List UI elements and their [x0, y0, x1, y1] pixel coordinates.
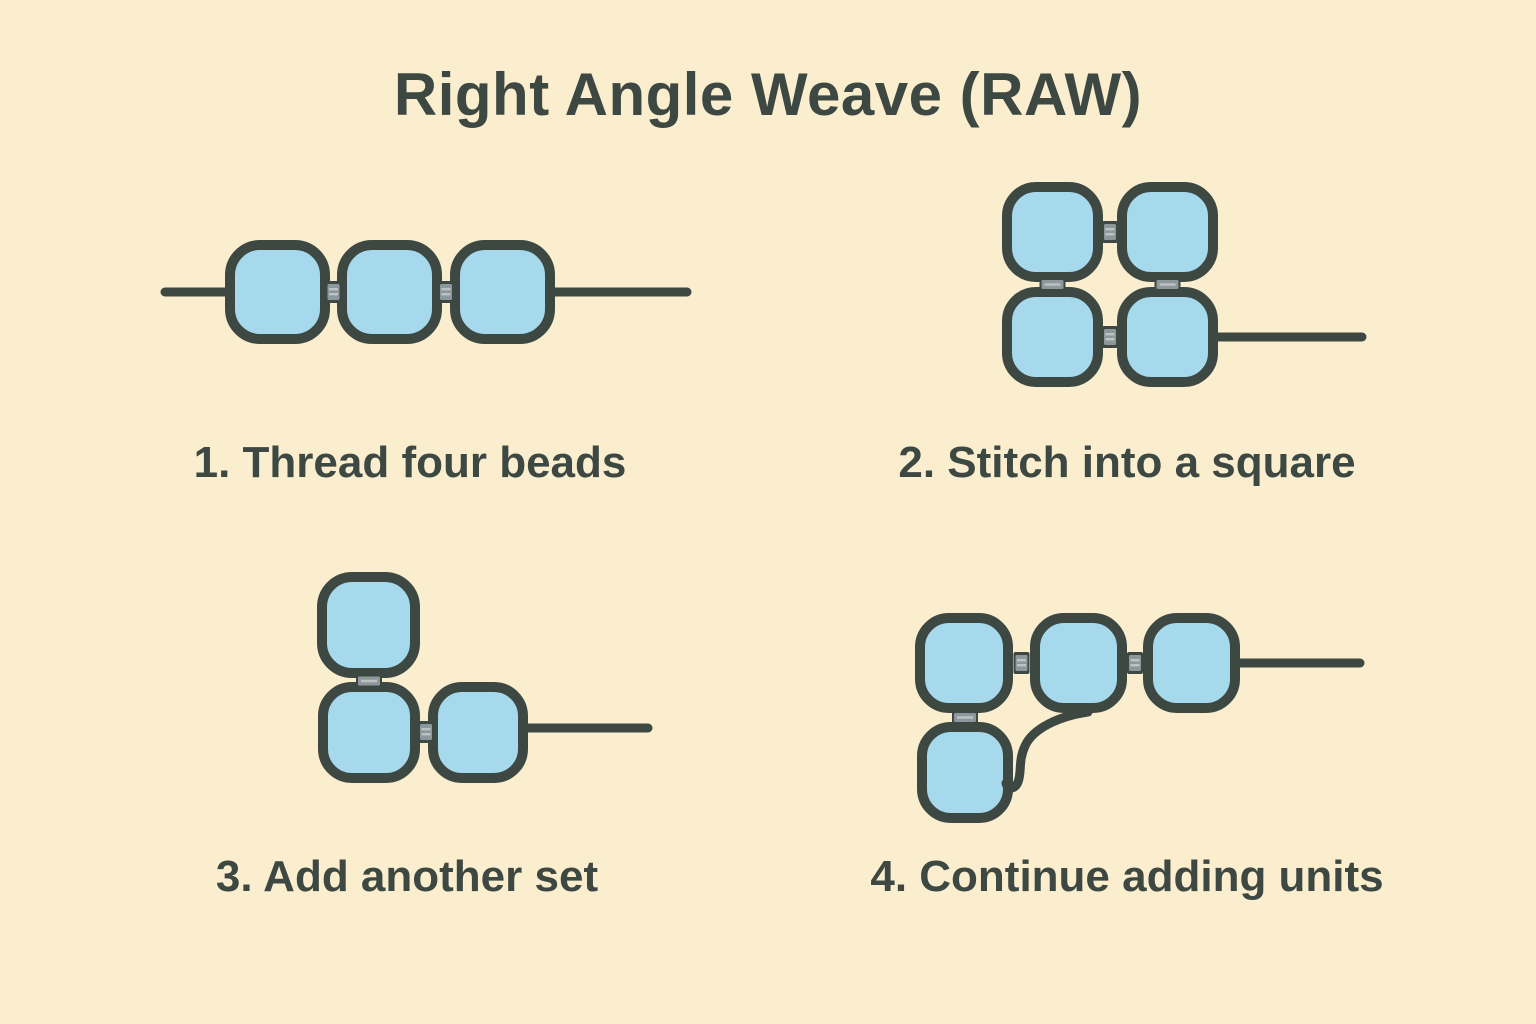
thread-joint — [1039, 277, 1066, 292]
thread-joint — [356, 674, 382, 688]
step-1-caption: 1. Thread four beads — [193, 438, 627, 487]
bead — [428, 682, 528, 783]
thread-loop — [1001, 707, 1093, 793]
thread-joint — [1102, 326, 1118, 348]
bead — [1117, 182, 1218, 282]
bead — [1117, 287, 1218, 387]
bead — [1030, 613, 1127, 713]
bead — [1002, 182, 1103, 282]
step-2-diagram four-beads-square-thread-exit-icon — [1002, 182, 1367, 387]
thread-joint — [952, 710, 978, 725]
bead — [317, 572, 420, 678]
thread-joint — [1102, 221, 1118, 243]
thread-joint — [325, 281, 342, 303]
thread-joint — [1127, 652, 1143, 674]
bead — [917, 722, 1013, 823]
thread-joint — [418, 721, 434, 743]
bead — [915, 613, 1013, 713]
step-4-caption: 4. Continue adding units — [870, 852, 1384, 901]
thread-joint — [1154, 277, 1181, 292]
page-title: Right Angle Weave (RAW) — [393, 61, 1143, 128]
thread-joint — [438, 281, 454, 303]
bead — [318, 682, 420, 783]
bead — [1002, 287, 1103, 387]
bead — [450, 240, 555, 344]
thread-joint — [1013, 652, 1030, 674]
bead — [1143, 613, 1240, 713]
step-1-diagram beads-in-row-on-thread-icon — [160, 240, 692, 344]
bead — [225, 240, 330, 344]
step-4-diagram four-beads-l-shape-thread-loop-icon — [915, 613, 1365, 823]
step-2-caption: 2. Stitch into a square — [898, 438, 1356, 487]
bead — [337, 240, 442, 344]
step-3-caption: 3. Add another set — [215, 852, 599, 901]
step-3-diagram three-beads-l-shape-thread-exit-icon — [317, 572, 653, 783]
